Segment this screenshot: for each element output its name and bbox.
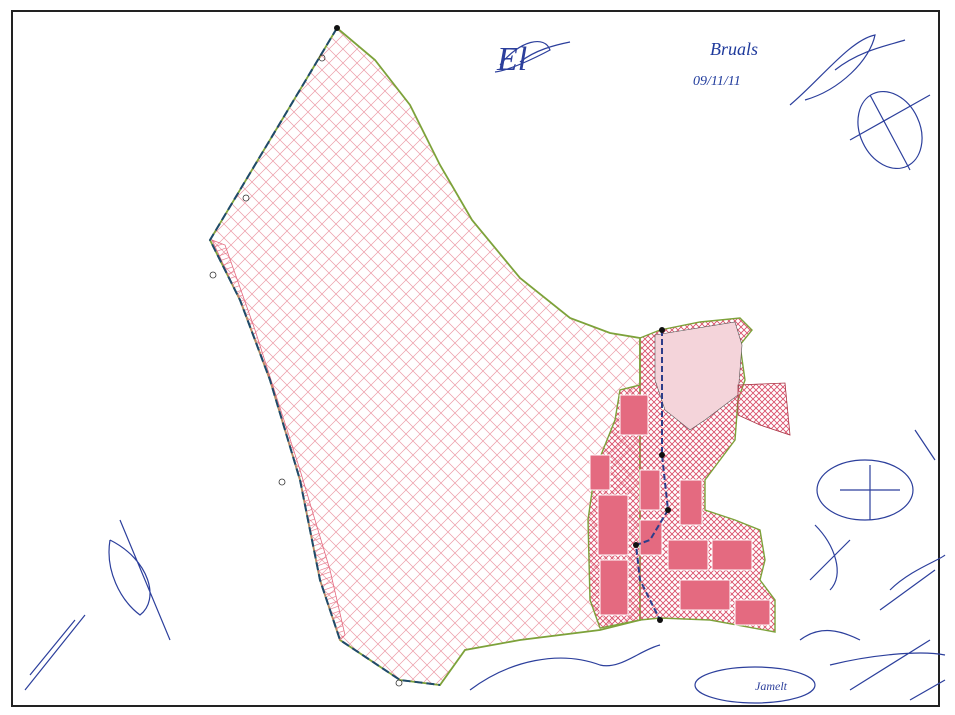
signature-2-date: 09/11/11: [693, 74, 741, 89]
signature-bottom-right-label: Jamelt: [755, 679, 788, 693]
inner-built-area: [654, 321, 743, 431]
signature-1-label: El: [496, 41, 527, 78]
rural-hatched-zone: [208, 26, 641, 686]
signature-oval-1: [857, 90, 923, 170]
urban-blocks: [589, 394, 771, 626]
west-dashed-boundary: [208, 27, 441, 686]
signatures: [24, 34, 946, 704]
boundary-markers: [209, 54, 403, 687]
signature-2-label: Bruals: [710, 39, 758, 59]
signature-oval-3: [694, 666, 816, 704]
map-frame: [11, 10, 940, 707]
signature-scribble-3: [789, 34, 906, 106]
signature-scribble-1: [494, 41, 571, 73]
main-road: [634, 330, 670, 621]
road-nodes: [334, 25, 671, 623]
east-extension: [737, 382, 791, 436]
signature-oval-2: [816, 459, 914, 521]
